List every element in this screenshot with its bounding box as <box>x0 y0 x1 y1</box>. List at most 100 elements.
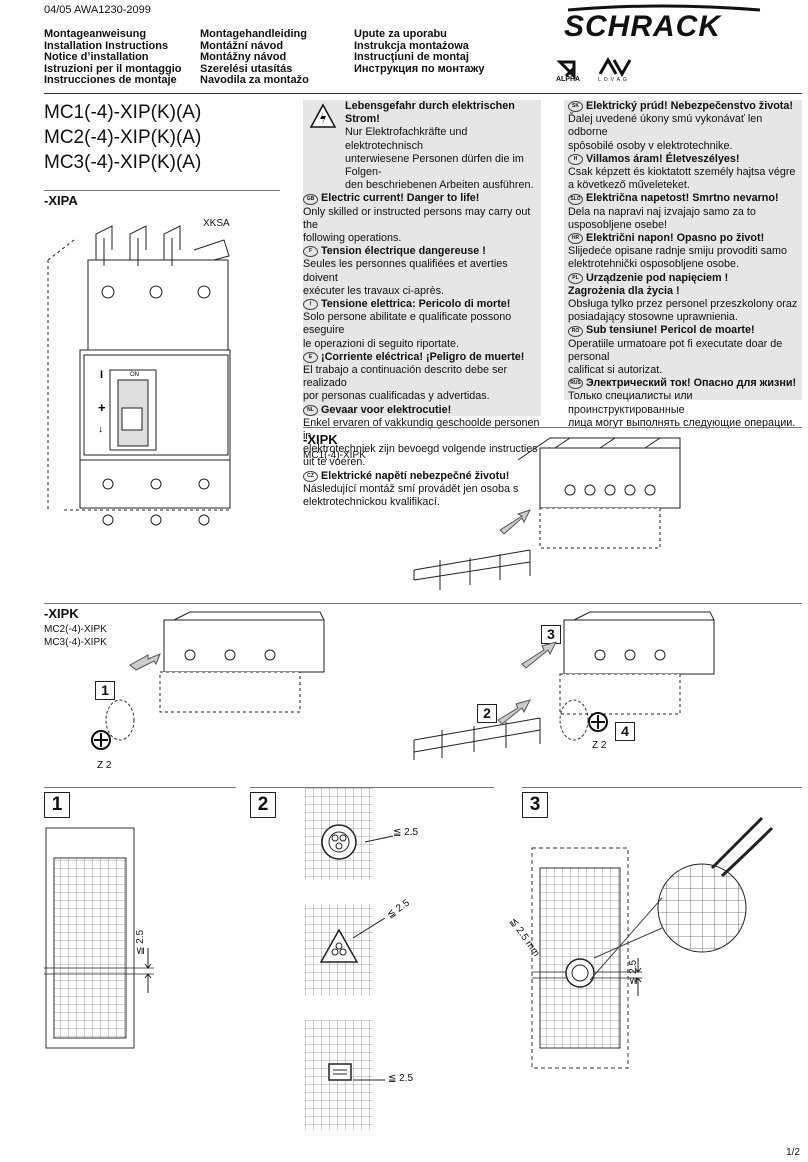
panel-number-2: 2 <box>250 792 276 818</box>
panel1-grid-illustration <box>44 827 154 1049</box>
warning-sk-line: spôsobilé osoby v elektrotechnike. <box>568 139 733 152</box>
lang-badge: HR <box>568 233 583 245</box>
title-pl: Instrukcja montażowa <box>354 39 469 52</box>
lang-badge: PL <box>568 272 583 284</box>
warning-box-right <box>564 100 802 400</box>
warning-gb-line: following operations. <box>303 232 402 245</box>
model-mc3: MC3(-4)-XIP(K)(A) <box>44 152 202 173</box>
svg-text:+: + <box>98 400 106 415</box>
title-fr: Notice d’installation <box>44 51 149 64</box>
warning-gb-line: Only skilled or instructed persons may c… <box>303 205 531 231</box>
titles-column-3: Upute za uporabu Instrukcja montażowa In… <box>354 28 484 75</box>
warning-ro-line: calificat si autorizat. <box>568 364 663 377</box>
warning-de-line: Nur Elektrofachkräfte und elektrotechnis… <box>345 126 468 152</box>
warning-hr-line: elektrotehnički osposobljene osobe. <box>568 258 740 271</box>
warning-nl-line: uit te voeren. <box>303 456 366 469</box>
document-code: 04/05 AWA1230-2099 <box>44 4 151 16</box>
header-divider <box>44 93 802 94</box>
title-es: Instrucciones de montaje <box>44 74 177 87</box>
warning-de-line: den beschriebenen Arbeiten ausführen. <box>345 179 534 192</box>
lang-badge: RUS <box>568 378 583 390</box>
schrack-logo: SCHRACK <box>564 4 761 43</box>
panel-number-3: 3 <box>522 792 548 818</box>
warnings-left: Lebensgefahr durch elektrischen Strom! N… <box>303 100 543 509</box>
title-nl: Montagehandleiding <box>200 28 307 40</box>
warning-h-line: Csak képzett és kioktatott személy hajts… <box>568 166 796 179</box>
lang-badge: E <box>303 351 318 363</box>
warning-rus-line: лица могут выполнять следующие операции. <box>568 416 796 429</box>
lang-badge: I <box>303 299 318 311</box>
warning-pl-line: Obsługa tylko przez personel przeszkolon… <box>568 298 798 311</box>
title-hr: Upute za uporabu <box>354 28 447 40</box>
z2-label-left: Z 2 <box>97 760 112 771</box>
title-hu: Szerelési utasítás <box>200 62 293 75</box>
warning-e-line: por personas cualificadas y advertidas. <box>303 390 490 403</box>
panel-divider <box>522 787 802 788</box>
dimension-label: ≦ 2.5 <box>388 1073 414 1084</box>
warning-i-line: Solo persone abilitate e qualificate pos… <box>303 311 512 337</box>
step-badge-4: 4 <box>615 722 635 741</box>
step-badge-2: 2 <box>477 704 497 723</box>
title-it: Istruzioni per il montaggio <box>44 62 182 75</box>
dimension-label: ≦ 2.5 <box>628 959 639 985</box>
brand-logo: SCHRACK <box>560 4 800 43</box>
section-sub-mc3: MC3(-4)-XIPK <box>44 637 107 648</box>
warning-cz-line: elektrotechnickou kvalifikací. <box>303 496 440 509</box>
titles-column-2: Montagehandleiding Montážní návod Montáž… <box>200 28 309 87</box>
warning-pl-head2: Zagrożenia dla życia ! <box>568 284 680 297</box>
model-mc1: MC1(-4)-XIP(K)(A) <box>44 102 202 123</box>
breaker-xipk-mc1-illustration <box>413 437 681 590</box>
xksa-label: XKSA <box>203 218 230 229</box>
dimension-label: ≦ 2.5 <box>135 929 146 955</box>
titles-column-1: Montageanweisung Installation Instructio… <box>44 28 182 87</box>
section-title-xipk-mc1: -XIPK <box>303 432 338 447</box>
warning-i-line: le operazioni di seguito riportate. <box>303 337 460 350</box>
z2-label-right: Z 2 <box>592 740 607 751</box>
title-cz: Montážní návod <box>200 39 284 52</box>
warning-box-left <box>303 100 541 416</box>
warning-cz-line: Následující montáž smí provádět jen osob… <box>303 482 519 495</box>
lang-badge: CZ <box>303 470 318 482</box>
lang-badge: F <box>303 246 318 258</box>
tighten-screw-icon <box>559 699 608 741</box>
panel-divider <box>44 787 236 788</box>
warning-rus-line: Только специалисты или проинструктирован… <box>568 390 693 416</box>
panel-divider <box>250 787 494 788</box>
lang-badge: H <box>568 153 583 165</box>
title-slo: Navodila za montažo <box>200 74 309 87</box>
warning-nl-line: Enkel ervaren of vakkundig geschoolde pe… <box>303 416 540 443</box>
warning-f-line: Seules les personnes qualifiées et avert… <box>303 258 508 284</box>
warning-h-line: a következő műveleteket. <box>568 179 690 192</box>
section-title-xipa: -XIPA <box>44 193 78 208</box>
dimension-label: ≦ 2.5 <box>393 827 419 838</box>
rotate-screw-icon <box>91 699 135 750</box>
lang-badge: SK <box>568 101 583 113</box>
section-sub-mc1: MC1(-4)-XIPK <box>303 450 366 461</box>
step-badge-1: 1 <box>95 681 115 700</box>
breaker-xipa-illustration: I + ↓ ON <box>47 225 231 526</box>
warning-nl-line: elektrotechniek zijn bevoegd volgende in… <box>303 443 538 456</box>
svg-text:I: I <box>100 369 103 381</box>
warning-hr-line: Slijedeće opisane radnje smiju provoditi… <box>568 245 788 258</box>
warning-sk-line: Ďalej uvedené úkony smú vykonávať len od… <box>568 113 763 139</box>
section-sub-mc2: MC2(-4)-XIPK <box>44 624 107 635</box>
panel-number-1: 1 <box>44 792 70 818</box>
warning-f-line: exécuter les travaux ci-après. <box>303 284 445 297</box>
lang-badge: SLO <box>568 193 583 205</box>
model-mc2: MC2(-4)-XIP(K)(A) <box>44 127 202 148</box>
lang-badge: RO <box>568 325 583 337</box>
page-number: 1/2 <box>786 1147 800 1158</box>
breaker-removal-illustration <box>129 611 325 713</box>
brand-name: SCHRACK <box>564 10 722 43</box>
panel2-grid-illustration <box>305 788 394 1130</box>
warning-slo-line: Dela na napravi naj izvajajo samo za to <box>568 205 756 218</box>
warning-de-head: Lebensgefahr durch elektrischen Strom! <box>345 100 515 126</box>
